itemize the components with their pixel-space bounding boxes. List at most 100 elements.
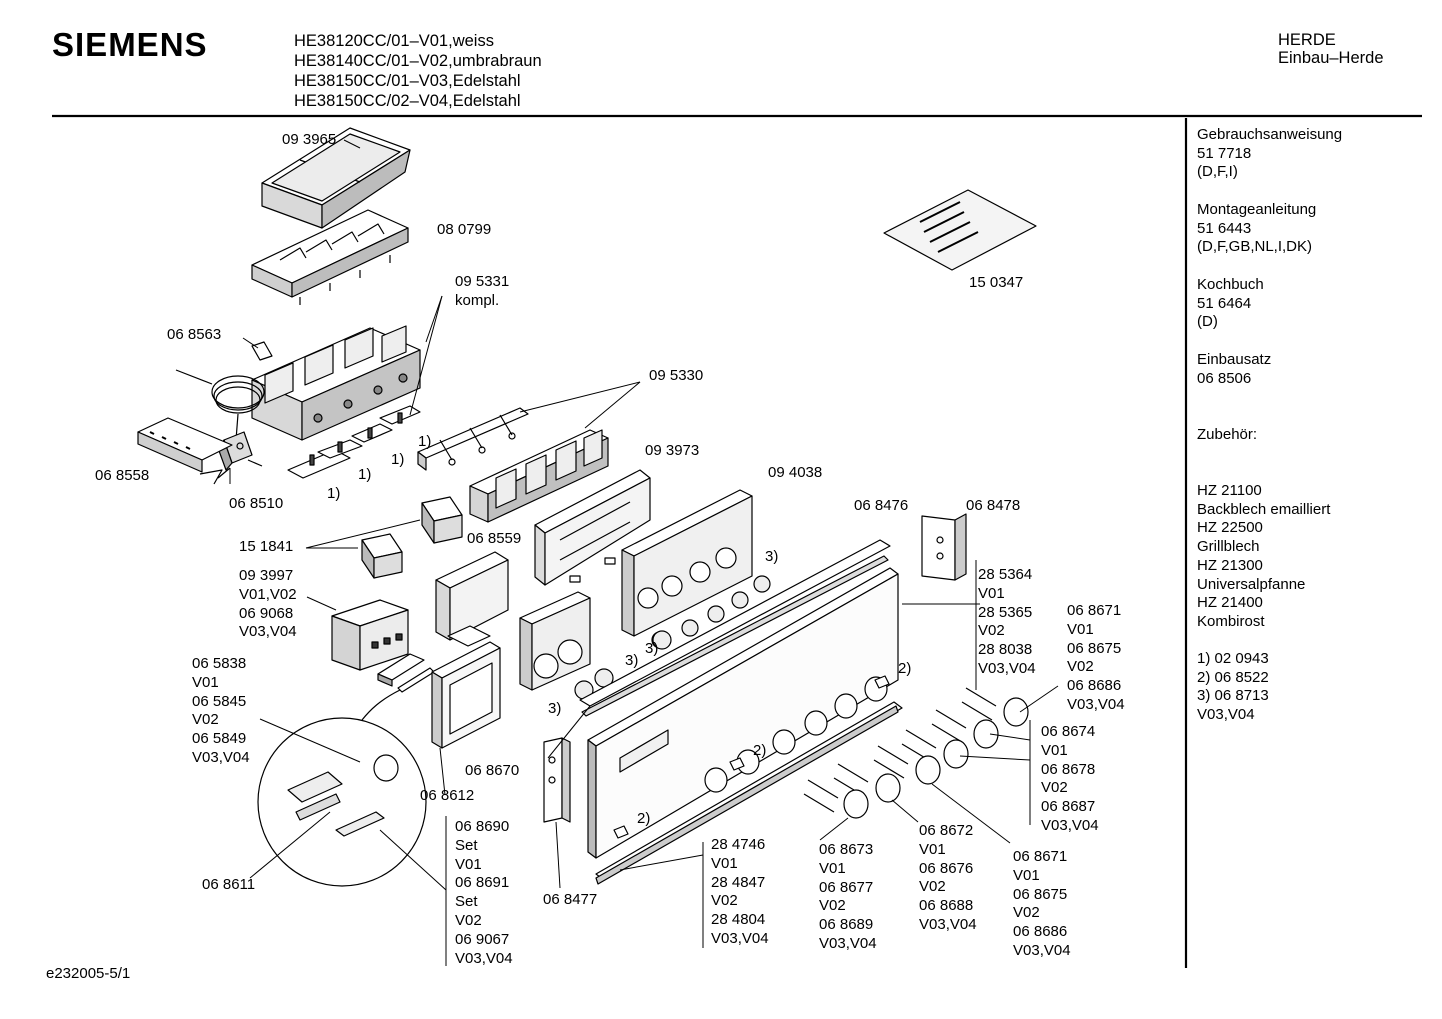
knob-part <box>803 687 1029 819</box>
callout-marker: 1) <box>327 485 341 502</box>
sidebar-group-installset: Einbausatz 06 8506 <box>1197 351 1271 388</box>
part-label: 06 8559 <box>467 530 522 547</box>
model-line: HE38140CC/01–V02,umbrabraun <box>294 52 542 70</box>
callout-marker: 2) <box>898 660 912 677</box>
sidebar-title: Kochbuch <box>1197 276 1264 293</box>
leader-lines <box>229 139 1059 966</box>
sidebar-line: (D) <box>1197 313 1218 331</box>
part-label: 06 8670 <box>465 762 520 779</box>
control-module-part <box>331 599 409 671</box>
sidebar-line: 51 7718 <box>1197 144 1252 162</box>
part-label: 08 0799 <box>437 221 492 238</box>
callout-marker: 1) <box>391 451 405 468</box>
sidebar-group-installation: Montageanleitung 51 6443 (D,F,GB,NL,I,DK… <box>1197 201 1316 257</box>
sidebar-line: 06 8506 <box>1197 369 1252 387</box>
callout-marker: 3) <box>645 640 659 657</box>
model-line: HE38150CC/02–V04,Edelstahl <box>294 92 521 110</box>
callout-marker: 2) <box>753 742 767 759</box>
panel-bracket-part <box>534 469 651 586</box>
sidebar-title: Zubehör: <box>1197 426 1258 443</box>
small-plate-part <box>251 341 273 361</box>
knob-panel-part <box>621 489 771 649</box>
display-frame-part <box>431 641 501 749</box>
mounting-rail-part <box>137 417 233 485</box>
category-line: HERDE <box>1278 31 1336 49</box>
sidebar-group-accessory-list: HZ 21100 Backblech emailliert HZ 22500 G… <box>1197 482 1330 632</box>
footnote-line: 1) 02 0943 <box>1197 650 1269 667</box>
part-label: 06 8476 <box>854 497 909 514</box>
sidebar-line: Universalpfanne <box>1197 575 1306 593</box>
callout-marker: 3) <box>625 652 639 669</box>
relay-part <box>361 496 463 579</box>
part-label: 09 3965 <box>282 131 337 148</box>
model-line: HE38120CC/01–V01,weiss <box>294 32 494 50</box>
vertical-bracket-part <box>543 737 571 823</box>
product-category: HERDE Einbau–Herde <box>1278 31 1384 67</box>
document-id: e232005-5/1 <box>46 965 131 982</box>
part-label: 06 8477 <box>543 891 598 908</box>
part-label: 09 3973 <box>645 442 700 459</box>
brand-logo: SIEMENS <box>52 26 208 63</box>
footnote-line: 2) 06 8522 <box>1197 668 1269 686</box>
detail-zoom-circle <box>257 689 427 887</box>
part-label: 15 1841 <box>239 538 294 555</box>
top-strip-edge-part <box>581 555 889 717</box>
sidebar-line: Kombirost <box>1197 612 1265 630</box>
end-bracket-part <box>921 513 967 581</box>
knob-carrier-part <box>519 591 591 691</box>
sidebar-line: Backblech emailliert <box>1197 500 1331 518</box>
model-line: HE38150CC/01–V03,Edelstahl <box>294 72 521 90</box>
sidebar-line: 51 6464 <box>1197 294 1252 312</box>
callout-marker: 3) <box>765 548 779 565</box>
model-list: HE38120CC/01–V01,weiss HE38140CC/01–V02,… <box>294 31 542 111</box>
sidebar-title: Montageanleitung <box>1197 201 1317 218</box>
part-label: 06 8510 <box>229 495 284 512</box>
sidebar-line: Grillblech <box>1197 538 1260 556</box>
frame-part <box>251 209 409 305</box>
callout-marker: 1) <box>418 433 432 450</box>
footnote-line: V03,V04 <box>1197 706 1255 724</box>
part-label: 06 8611 <box>202 876 256 893</box>
part-label: 09 5330 <box>649 367 704 384</box>
sidebar-title: Gebrauchsanweisung <box>1197 126 1343 143</box>
part-label: 15 0347 <box>969 274 1024 291</box>
sidebar-group-accessories: Zubehör: <box>1197 426 1257 445</box>
sidebar-line: HZ 21300 <box>1197 556 1263 574</box>
part-label: 06 8558 <box>95 467 150 484</box>
switch-assembly-part <box>251 325 421 441</box>
control-panel-fascia-part <box>587 567 899 859</box>
callout-marker: 3) <box>548 700 562 717</box>
side-bracket-part <box>435 551 509 647</box>
switch-block-part <box>469 429 609 523</box>
connector-part <box>377 653 435 693</box>
footnote-line: 3) 06 8713 <box>1197 687 1269 705</box>
screw-bag-part <box>883 189 1037 271</box>
callout-marker: 1) <box>358 466 372 483</box>
sidebar-title: HZ 21100 <box>1197 482 1262 499</box>
top-strip-part <box>579 539 891 707</box>
sidebar-group-cookbook: Kochbuch 51 6464 (D) <box>1197 276 1264 332</box>
sidebar-line: HZ 22500 <box>1197 519 1263 537</box>
sidebar-line: HZ 21400 <box>1197 594 1263 612</box>
sidebar-line: 51 6443 <box>1197 219 1252 237</box>
bracket-part <box>417 407 529 471</box>
footnotes: 1) 02 0943 2) 06 8522 3) 06 8713 V03,V04 <box>1197 650 1269 725</box>
part-label: 06 8612 <box>420 787 475 804</box>
sidebar-title: Einbausatz <box>1197 351 1272 368</box>
part-label: 06 8563 <box>167 326 222 343</box>
switch-clips-part <box>287 405 421 479</box>
part-label: 06 8478 <box>966 497 1021 514</box>
callout-marker: 2) <box>637 810 651 827</box>
